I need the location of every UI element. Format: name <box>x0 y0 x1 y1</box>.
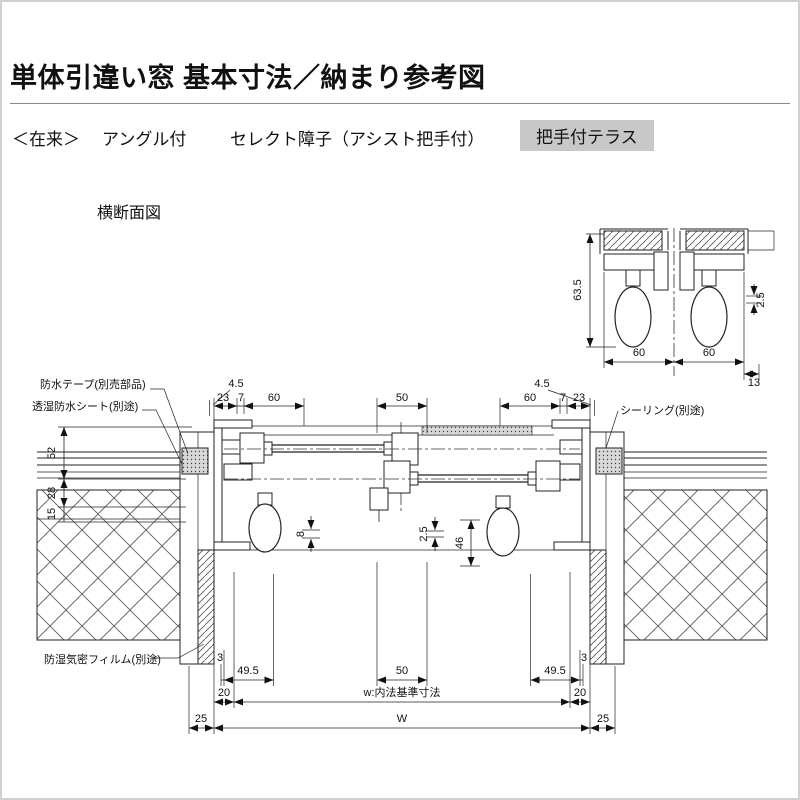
dim-left-15: 15 <box>46 508 58 520</box>
dim-bottom-25-right: 25 <box>597 713 609 725</box>
spec-shoji: セレクト障子（アシスト把手付） <box>230 130 485 149</box>
spec-angle: アングル付 <box>102 130 187 149</box>
dim-detail-60-right: 60 <box>703 347 715 359</box>
dim-bottom-20-left: 20 <box>218 687 230 699</box>
spec-kind: ＜在来＞ <box>12 130 80 149</box>
page-title: 単体引違い窓 基本寸法／納まり参考図 <box>10 63 486 93</box>
dim-detail-60-left: 60 <box>633 347 645 359</box>
dim-bottom-495-right: 49.5 <box>544 665 565 677</box>
dim-bottom-3-right: 3 <box>581 652 587 664</box>
sheet-leader <box>142 409 183 465</box>
dim-top-60-left: 60 <box>268 392 280 404</box>
film-label: 防湿気密フィルム(別途) <box>44 654 161 666</box>
waterproof-tape-block <box>181 447 209 475</box>
film-leader <box>154 643 205 659</box>
terrace-badge: 把手付テラス <box>520 120 654 151</box>
dim-bottom-w-label: w:内法基準寸法 <box>363 685 441 699</box>
dim-top-45-right: 4.5 <box>534 378 549 390</box>
dim-top-23-left: 23 <box>217 392 229 404</box>
assist-handle-left <box>248 492 282 553</box>
dim-top-7-right: 7 <box>560 392 566 404</box>
dim-mid-46: 46 <box>454 537 466 549</box>
left-wall <box>36 431 215 665</box>
title-divider <box>10 103 790 104</box>
dim-left-28: 28 <box>46 487 58 499</box>
dim-detail-25: 2.5 <box>755 292 767 307</box>
sealing-block <box>595 447 623 475</box>
dim-bottom-20-right: 20 <box>574 687 586 699</box>
assist-handle-detail-right <box>690 269 728 348</box>
dim-bottom-W: W <box>397 713 408 725</box>
dim-detail-13: 13 <box>748 377 760 389</box>
dim-mid-25: 2.5 <box>418 526 430 541</box>
dim-detail-635: 63.5 <box>572 279 584 300</box>
dimension-lines <box>58 388 619 734</box>
film-strip <box>197 549 215 665</box>
dim-bottom-495-left: 49.5 <box>237 665 258 677</box>
waterproof-tape-leader <box>150 388 189 455</box>
sealing-label: シーリング(別途) <box>620 405 705 417</box>
dim-top-23-right: 23 <box>573 392 585 404</box>
detail-view <box>586 228 775 380</box>
dim-top-60-right: 60 <box>524 392 536 404</box>
dimension-labels: 4.5 23 7 60 50 60 7 23 4.5 52 28 15 8 2.… <box>46 279 767 725</box>
dim-top-50: 50 <box>396 392 408 404</box>
dim-top-45-left: 4.5 <box>228 378 243 390</box>
right-wall <box>589 431 768 665</box>
dim-top-7-left: 7 <box>238 392 244 404</box>
inner-sash <box>369 460 561 522</box>
sealing-leader <box>605 410 619 449</box>
main-section <box>36 419 768 665</box>
dim-left-52: 52 <box>46 447 58 459</box>
dim-mid-8: 8 <box>295 531 307 537</box>
dim-bottom-3-left: 3 <box>217 652 223 664</box>
section-view-label: 横断面図 <box>97 205 162 222</box>
assist-handle-right <box>486 495 520 557</box>
dim-bottom-50: 50 <box>396 665 408 677</box>
sheet-label: 透湿防水シート(別途) <box>32 401 139 413</box>
assist-handle-detail-left <box>614 269 652 348</box>
dim-bottom-25-left: 25 <box>195 713 207 725</box>
waterproof-tape-label: 防水テープ(別売部品) <box>40 379 146 391</box>
